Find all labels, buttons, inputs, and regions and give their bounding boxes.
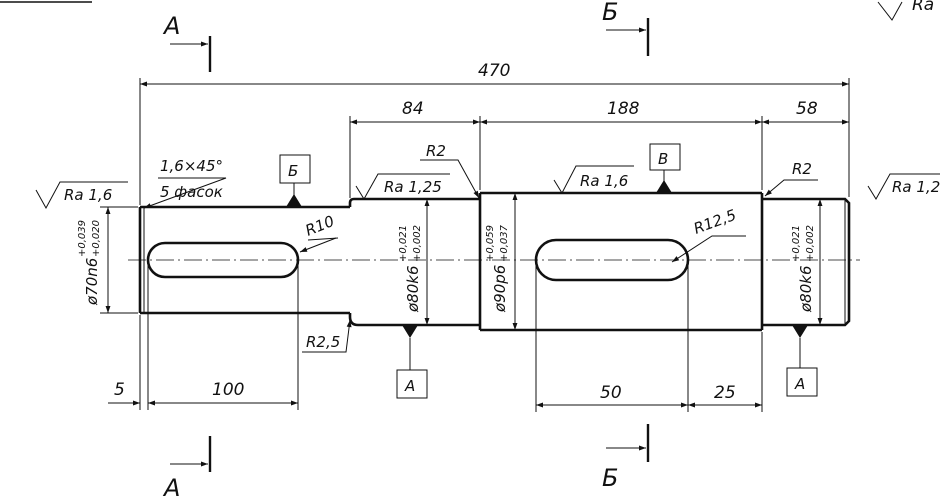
diameter-90-label: ø90p6 <box>491 265 509 313</box>
datum-b: Б <box>279 154 311 207</box>
section-a-top: А <box>162 12 212 72</box>
diameter-80-left-tol-upper: +0,021 <box>398 225 409 262</box>
diameter-80-right-tol-lower: +0,002 <box>805 225 816 262</box>
dim-seg-84: 84 <box>402 99 424 119</box>
datum-a-left-label: А <box>404 377 415 395</box>
diameter-80-left-label: ø80k6 <box>404 266 422 314</box>
roughness-seg90: Ra 1,6 <box>553 165 634 195</box>
diameter-70-tol-lower: +0,020 <box>91 220 102 257</box>
section-b-bottom-label: Б <box>602 464 618 492</box>
datum-a-right-label: А <box>794 375 805 393</box>
keyway-right <box>534 238 690 282</box>
chamfer-count: 5 фасок <box>160 183 223 201</box>
diameter-80-right-label: ø80k6 <box>797 266 815 314</box>
shaft-outline <box>138 191 851 332</box>
diameter-90: ø90p6 +0,059 +0,037 <box>485 224 510 313</box>
datum-b-label: Б <box>288 162 298 180</box>
section-b-bottom: Б <box>602 424 650 492</box>
diameter-70-label: ø70n6 <box>83 258 101 306</box>
radius-r2-right: R2 <box>792 160 812 178</box>
diameter-80-right: ø80k6 +0,021 +0,002 <box>791 225 816 313</box>
dim-seg-5: 5 <box>114 380 125 400</box>
diameter-70-tol-upper: +0,039 <box>77 220 88 257</box>
corner-roughness-symbol: Ra <box>877 0 934 21</box>
roughness-seg90-label: Ra 1,6 <box>580 172 628 190</box>
radius-r2-5: R2,5 <box>306 333 340 351</box>
roughness-right-label: Ra 1,25 <box>892 178 940 196</box>
roughness-seg80: Ra 1,25 <box>355 173 450 200</box>
section-a-bottom-label: А <box>162 474 180 501</box>
chamfer-size: 1,6×45° <box>160 157 223 175</box>
dim-seg-25: 25 <box>714 383 736 403</box>
datum-v-label: В <box>658 150 668 168</box>
diameter-80-left-tol-lower: +0,002 <box>412 225 423 262</box>
dim-seg-100: 100 <box>212 380 244 400</box>
roughness-seg80-label: Ra 1,25 <box>384 178 442 196</box>
radius-r10: R10 <box>303 212 337 240</box>
dim-total-length: 470 <box>478 61 510 81</box>
dim-seg-50: 50 <box>600 383 622 403</box>
dimension-lines <box>100 78 850 412</box>
datum-a-right: А <box>786 325 818 397</box>
dim-seg-188: 188 <box>607 99 640 119</box>
section-a-bottom: А <box>162 436 212 501</box>
keyway-left <box>146 241 300 279</box>
dim-seg-58: 58 <box>796 99 818 119</box>
section-a-top-label: А <box>162 12 180 40</box>
section-b-top: Б <box>602 0 650 56</box>
radius-r2-left: R2 <box>426 142 446 160</box>
diameter-80-left: ø80k6 +0,021 +0,002 <box>398 225 423 313</box>
radius-r12-5: R12,5 <box>691 206 738 238</box>
roughness-left-label: Ra 1,6 <box>64 186 112 204</box>
roughness-left: Ra 1,6 <box>35 181 128 210</box>
diameter-90-tol-upper: +0,059 <box>485 225 496 262</box>
diameter-70: ø70n6 +0,039 +0,020 <box>77 220 102 306</box>
datum-a-left: А <box>396 325 428 399</box>
datum-v: В <box>649 143 681 193</box>
roughness-right: Ra 1,25 <box>867 173 940 200</box>
corner-roughness-label: Ra <box>912 0 934 15</box>
section-b-top-label: Б <box>602 0 618 26</box>
diameter-80-right-tol-upper: +0,021 <box>791 225 802 262</box>
diameter-90-tol-lower: +0,037 <box>499 224 510 262</box>
